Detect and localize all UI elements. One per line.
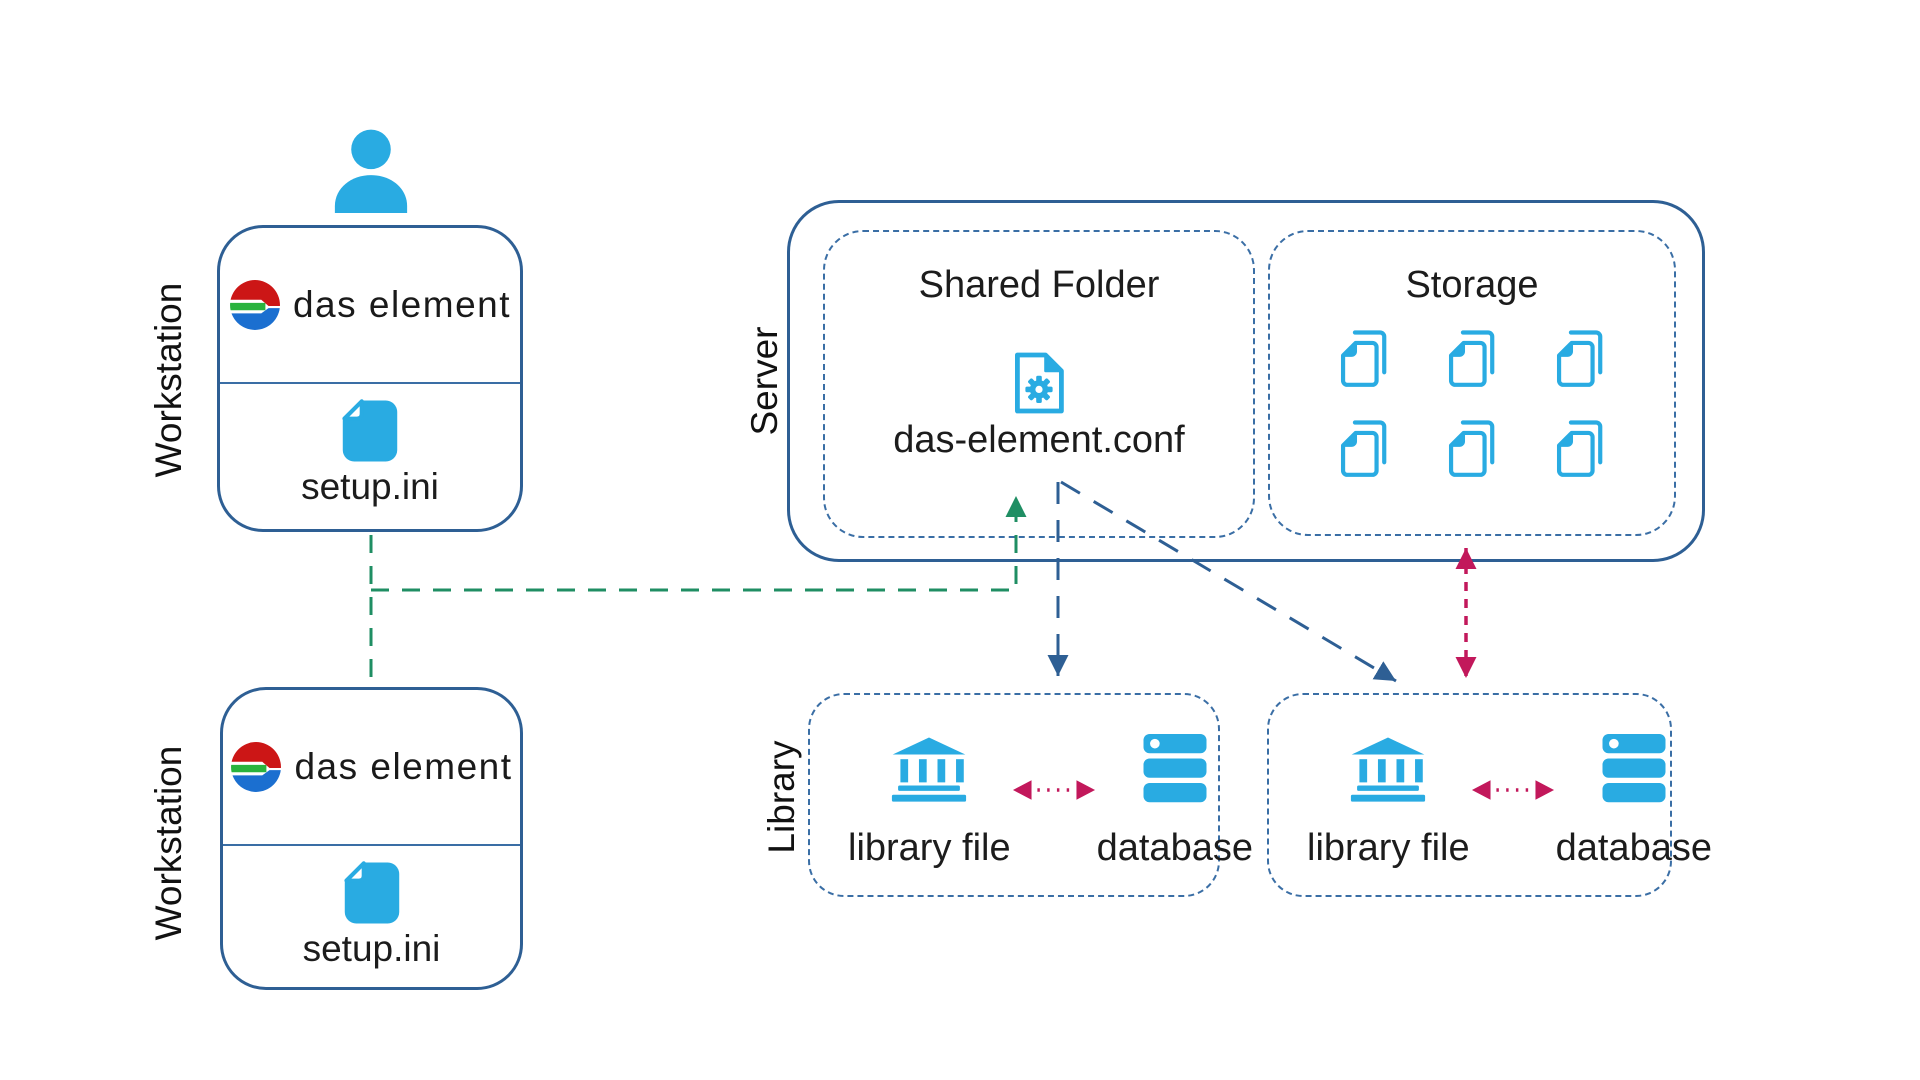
setup-file-icon (339, 398, 401, 464)
library-file-label: library file (1307, 826, 1470, 869)
database-label: database (1096, 826, 1253, 869)
config-file-name: das-element.conf (893, 419, 1185, 461)
workstation-2-app-row: das element (223, 690, 520, 846)
storage-box: Storage (1268, 230, 1676, 536)
files-icon (1336, 419, 1392, 479)
files-icon (1444, 419, 1500, 479)
files-icon (1336, 329, 1392, 389)
files-icon (1444, 329, 1500, 389)
setup-file-name: setup.ini (301, 466, 439, 507)
sync-arrow-icon (1470, 732, 1556, 804)
storage-title: Storage (1405, 264, 1539, 306)
config-file-icon (1012, 351, 1066, 415)
library-label: Library (761, 740, 802, 854)
library-group-2-box: library file database (1267, 693, 1712, 897)
workstation-1-file-row: setup.ini (220, 384, 520, 508)
user-icon (327, 127, 415, 213)
app-name: das element (292, 284, 512, 325)
workstation-1-app-row: das element (220, 228, 520, 384)
server-box: Shared Folder (787, 200, 1705, 562)
workstation-2-box: das element setup.ini (220, 687, 523, 990)
das-element-logo-icon (229, 279, 281, 331)
database-label: database (1555, 826, 1712, 869)
sync-arrow-icon (1011, 732, 1097, 804)
das-element-logo-icon (230, 741, 282, 793)
workstation-1-label: Workstation (148, 282, 189, 478)
setup-file-icon (341, 860, 403, 926)
files-icon (1552, 419, 1608, 479)
workstation-2-file-row: setup.ini (223, 846, 520, 970)
library-group-1-box: library file database (808, 693, 1253, 897)
server-label: Server (744, 326, 785, 436)
storage-files-grid (1336, 329, 1608, 479)
files-icon (1552, 329, 1608, 389)
library-file-icon (848, 732, 1011, 804)
shared-folder-box: Shared Folder (823, 230, 1255, 538)
library-file-icon (1307, 732, 1470, 804)
workstation-1-box: das element setup.ini (217, 225, 523, 532)
setup-file-name: setup.ini (302, 928, 441, 969)
workstation-2-label: Workstation (148, 745, 189, 941)
config-file-block: das-element.conf (893, 351, 1185, 462)
app-name: das element (294, 746, 513, 787)
database-icon (1556, 732, 1712, 804)
library-file-label: library file (848, 826, 1011, 869)
shared-folder-title: Shared Folder (918, 264, 1160, 306)
database-icon (1097, 732, 1253, 804)
